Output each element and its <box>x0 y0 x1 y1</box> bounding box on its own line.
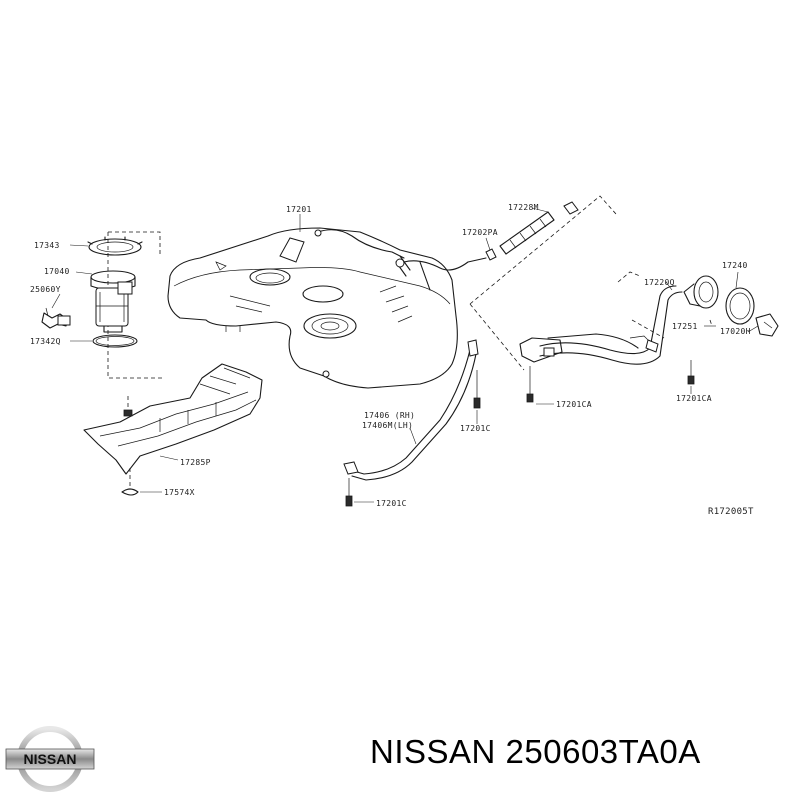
svg-text:NISSAN: NISSAN <box>24 751 77 767</box>
brand-part-caption: NISSAN 250603TA0A <box>370 733 701 771</box>
label-17574x: 17574X <box>164 488 195 497</box>
fuel-pump-group <box>41 231 165 379</box>
label-17040: 17040 <box>44 267 70 276</box>
label-17228m: 17228M <box>508 203 539 212</box>
label-17251: 17251 <box>672 322 698 331</box>
label-17220q: 17220Q <box>644 278 675 287</box>
label-17285p: 17285P <box>180 458 211 467</box>
label-17406-rh: 17406 (RH) <box>364 411 415 420</box>
label-17202pa: 17202PA <box>462 228 498 237</box>
nissan-logo: NISSAN <box>5 726 95 792</box>
filler-tube <box>519 271 695 405</box>
label-17406m-lh: 17406M(LH) <box>362 421 413 430</box>
label-17343: 17343 <box>34 241 60 250</box>
brand-name: NISSAN <box>370 733 496 770</box>
label-17201ca-left: 17201CA <box>556 400 592 409</box>
reference-code: R172005T <box>708 507 754 517</box>
label-17201: 17201 <box>286 205 312 214</box>
label-17240: 17240 <box>722 261 748 270</box>
heat-shield <box>83 363 263 496</box>
label-17020h: 17020H <box>720 327 751 336</box>
tank-strap <box>343 339 481 507</box>
label-25060y: 25060Y <box>30 285 61 294</box>
part-number: 250603TA0A <box>505 733 701 770</box>
label-17201c-lower: 17201C <box>376 499 407 508</box>
fuel-tank <box>167 227 487 389</box>
label-17342q: 17342Q <box>30 337 61 346</box>
label-17201ca-right: 17201CA <box>676 394 712 403</box>
filler-hose <box>485 201 579 261</box>
label-17201c-upper: 17201C <box>460 424 491 433</box>
filler-neck-parts <box>683 271 779 337</box>
